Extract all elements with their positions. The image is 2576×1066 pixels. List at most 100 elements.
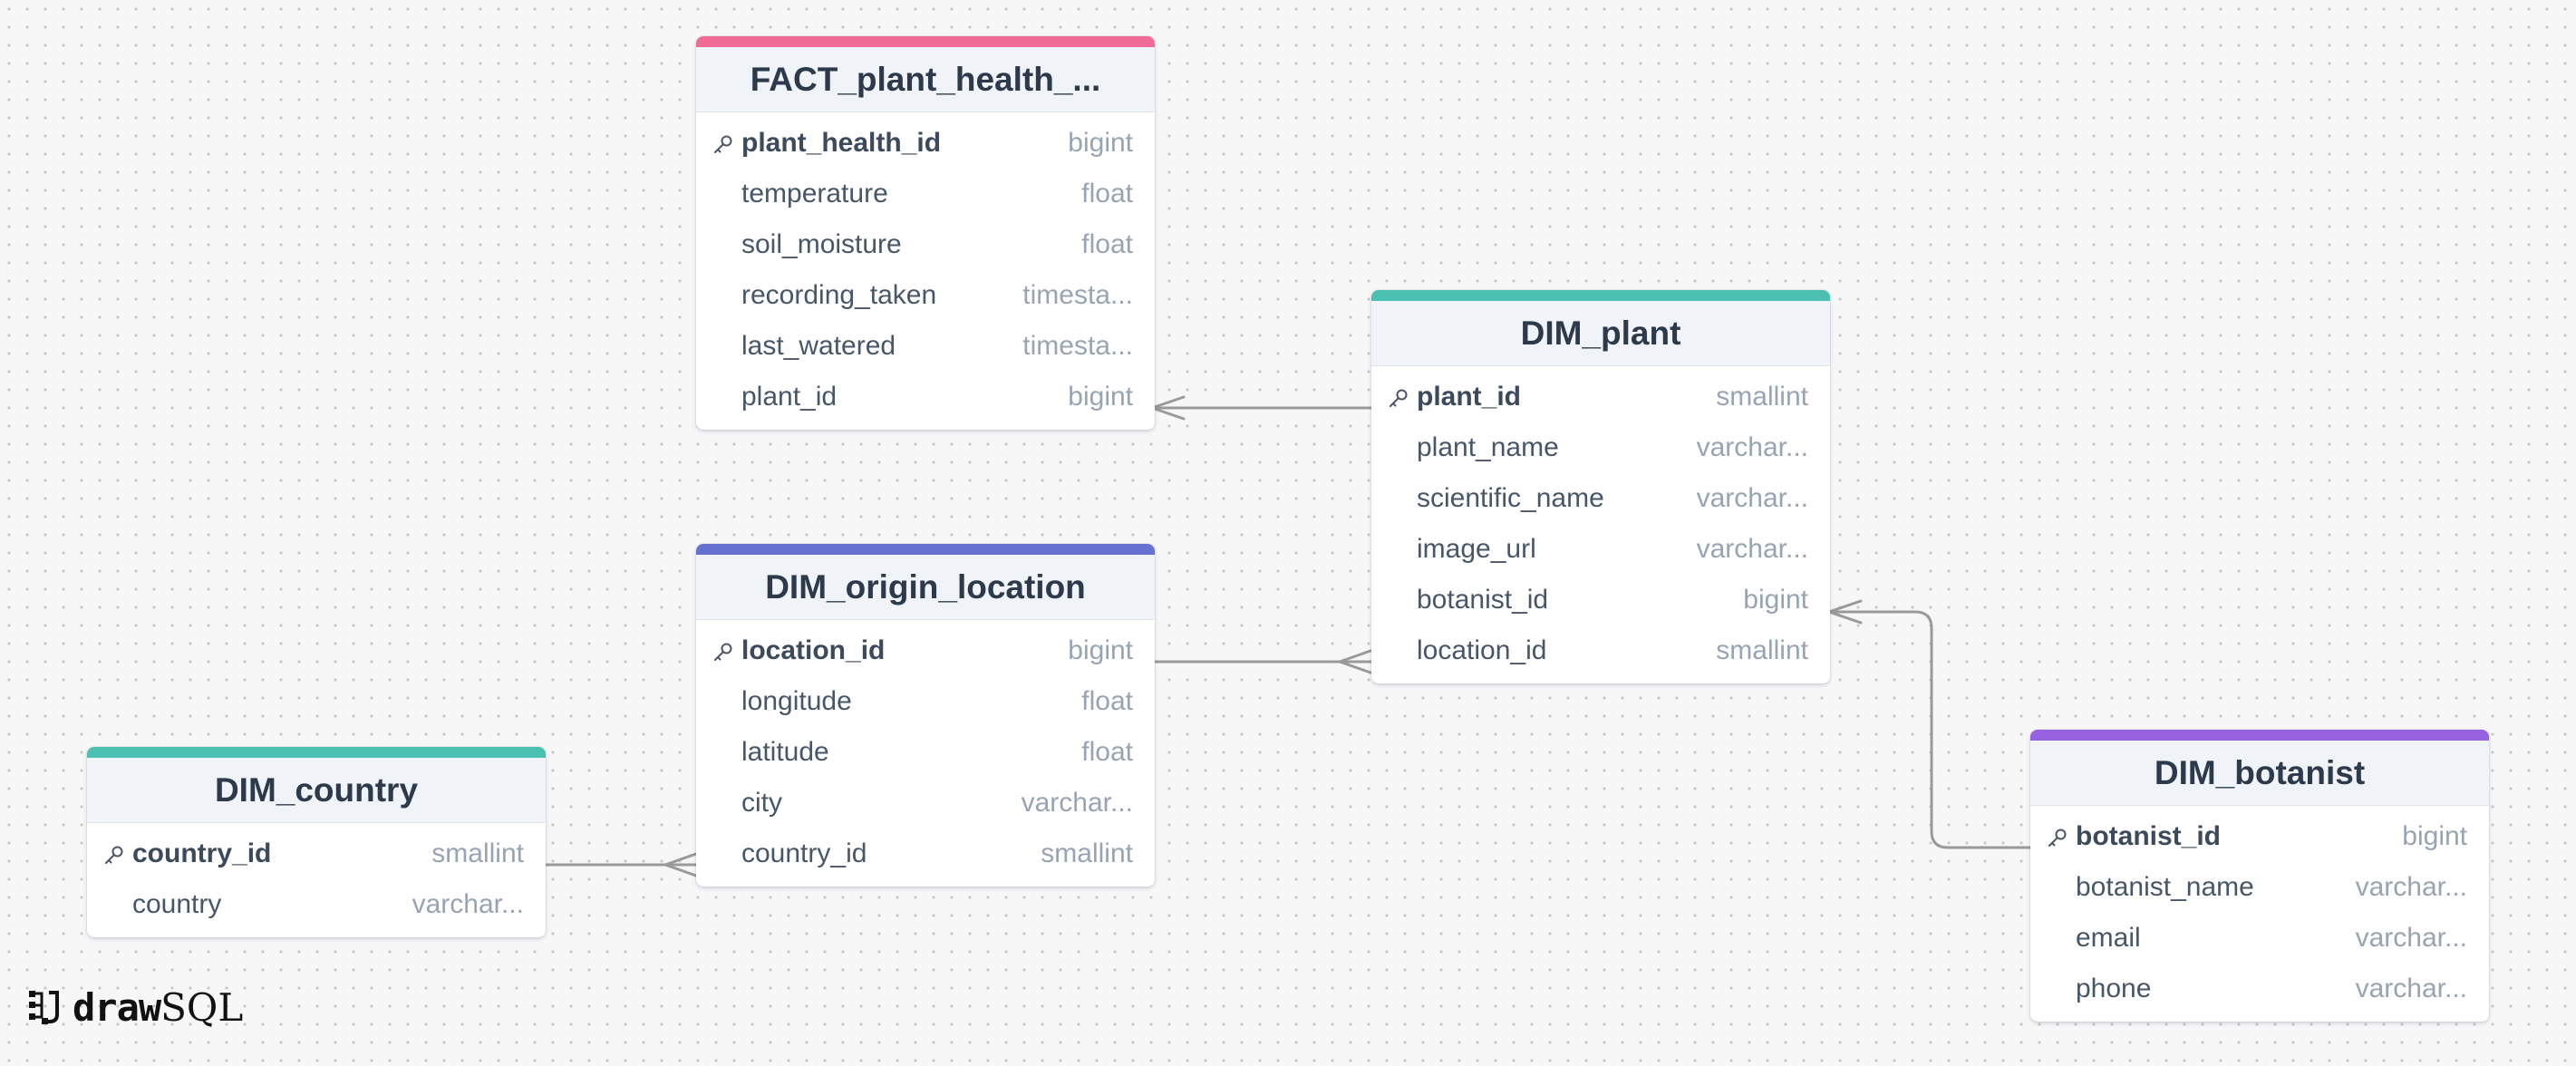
- column-row[interactable]: city varchar...: [696, 778, 1155, 829]
- column-name: last_watered: [741, 331, 896, 361]
- column-row[interactable]: soil_moisture float: [696, 219, 1155, 270]
- table-title: DIM_botanist: [2154, 753, 2366, 791]
- brand-name-light: SQL: [160, 984, 244, 1030]
- column-name: plant_id: [1417, 382, 1522, 412]
- column-type: bigint: [1068, 128, 1133, 158]
- column-name: location_id: [741, 635, 886, 665]
- column-name: phone: [2076, 974, 2152, 1003]
- table-dim-origin-location[interactable]: DIM_origin_location location_id bigint lon…: [696, 544, 1155, 887]
- table-title: DIM_origin_location: [765, 567, 1086, 606]
- column-type: varchar...: [2355, 872, 2467, 902]
- table-title: FACT_plant_health_...: [750, 60, 1101, 98]
- column-name: botanist_id: [2076, 821, 2222, 851]
- column-row[interactable]: latitude float: [696, 727, 1155, 778]
- column-row[interactable]: plant_id bigint: [696, 372, 1155, 422]
- column-name: soil_moisture: [741, 229, 902, 259]
- column-name: location_id: [1417, 635, 1547, 665]
- crowfoot-fact-plant: [1150, 395, 1186, 421]
- column-type: float: [1081, 179, 1133, 208]
- column-row[interactable]: last_watered timesta...: [696, 321, 1155, 372]
- link-plant-botanist[interactable]: [1827, 610, 2032, 849]
- drawsql-logo-icon: [29, 991, 59, 1024]
- column-name: email: [2076, 923, 2141, 953]
- column-type: varchar...: [1021, 788, 1133, 818]
- column-row[interactable]: plant_name varchar...: [1371, 422, 1830, 473]
- column-row[interactable]: country_id smallint: [696, 829, 1155, 879]
- crowfoot-country-location: [663, 852, 698, 877]
- column-name: image_url: [1417, 534, 1536, 564]
- column-row[interactable]: location_id smallint: [1371, 625, 1830, 676]
- column-name: plant_health_id: [741, 128, 942, 158]
- primary-key-row[interactable]: botanist_id bigint: [2030, 811, 2489, 862]
- table-title: DIM_plant: [1520, 314, 1681, 352]
- column-name: botanist_id: [1417, 585, 1549, 615]
- key-icon: [1390, 389, 1408, 407]
- column-row[interactable]: longitude float: [696, 676, 1155, 727]
- table-header[interactable]: DIM_botanist: [2030, 730, 2489, 806]
- column-name: country: [132, 889, 222, 919]
- column-row[interactable]: temperature float: [696, 169, 1155, 219]
- column-name: temperature: [741, 179, 888, 208]
- column-list: country_id smallint country varchar...: [87, 823, 546, 937]
- column-name: country_id: [741, 838, 867, 868]
- column-name: recording_taken: [741, 280, 937, 310]
- column-row[interactable]: botanist_name varchar...: [2030, 862, 2489, 913]
- column-type: float: [1081, 229, 1133, 259]
- table-title: DIM_country: [214, 770, 419, 809]
- column-type: smallint: [1041, 838, 1133, 868]
- table-header[interactable]: DIM_country: [87, 747, 546, 823]
- column-name: latitude: [741, 737, 829, 767]
- column-name: country_id: [132, 838, 272, 868]
- column-type: smallint: [1716, 382, 1808, 412]
- column-name: plant_name: [1417, 432, 1559, 462]
- column-type: timesta...: [1022, 280, 1133, 310]
- column-type: varchar...: [1696, 483, 1808, 513]
- column-name: scientific_name: [1417, 483, 1604, 513]
- column-type: smallint: [431, 838, 524, 868]
- key-icon: [714, 643, 732, 661]
- primary-key-row[interactable]: country_id smallint: [87, 829, 546, 879]
- column-type: timesta...: [1022, 331, 1133, 361]
- brand-name-bold: draw: [73, 984, 161, 1030]
- column-row[interactable]: image_url varchar...: [1371, 524, 1830, 575]
- table-header[interactable]: DIM_origin_location: [696, 544, 1155, 620]
- column-type: varchar...: [1696, 534, 1808, 564]
- column-row[interactable]: recording_taken timesta...: [696, 270, 1155, 321]
- key-icon: [105, 846, 123, 864]
- primary-key-row[interactable]: plant_id smallint: [1371, 372, 1830, 422]
- crowfoot-plant-botanist: [1827, 599, 1863, 625]
- table-header[interactable]: DIM_plant: [1371, 290, 1830, 366]
- table-dim-botanist[interactable]: DIM_botanist botanist_id bigint botanist_n…: [2030, 730, 2489, 1022]
- column-type: varchar...: [412, 889, 524, 919]
- column-list: botanist_id bigint botanist_name varchar...…: [2030, 806, 2489, 1022]
- column-type: bigint: [1068, 635, 1133, 665]
- column-type: smallint: [1716, 635, 1808, 665]
- column-list: location_id bigint longitude float latitude f…: [696, 620, 1155, 887]
- column-type: bigint: [1068, 382, 1133, 412]
- table-header[interactable]: FACT_plant_health_...: [696, 36, 1155, 112]
- column-name: plant_id: [741, 382, 838, 412]
- column-name: botanist_name: [2076, 872, 2254, 902]
- table-dim-country[interactable]: DIM_country country_id smallint country var…: [87, 747, 546, 937]
- primary-key-row[interactable]: plant_health_id bigint: [696, 118, 1155, 169]
- column-row[interactable]: scientific_name varchar...: [1371, 473, 1830, 524]
- column-type: varchar...: [1696, 432, 1808, 462]
- column-type: varchar...: [2355, 974, 2467, 1003]
- crowfoot-location-plant: [1338, 649, 1372, 674]
- primary-key-row[interactable]: location_id bigint: [696, 625, 1155, 676]
- column-type: bigint: [2402, 821, 2467, 851]
- column-type: float: [1081, 737, 1133, 767]
- column-row[interactable]: phone varchar...: [2030, 964, 2489, 1014]
- column-name: longitude: [741, 686, 852, 716]
- key-icon: [714, 135, 732, 153]
- column-row[interactable]: country varchar...: [87, 879, 546, 930]
- column-name: city: [741, 788, 782, 818]
- column-type: float: [1081, 686, 1133, 716]
